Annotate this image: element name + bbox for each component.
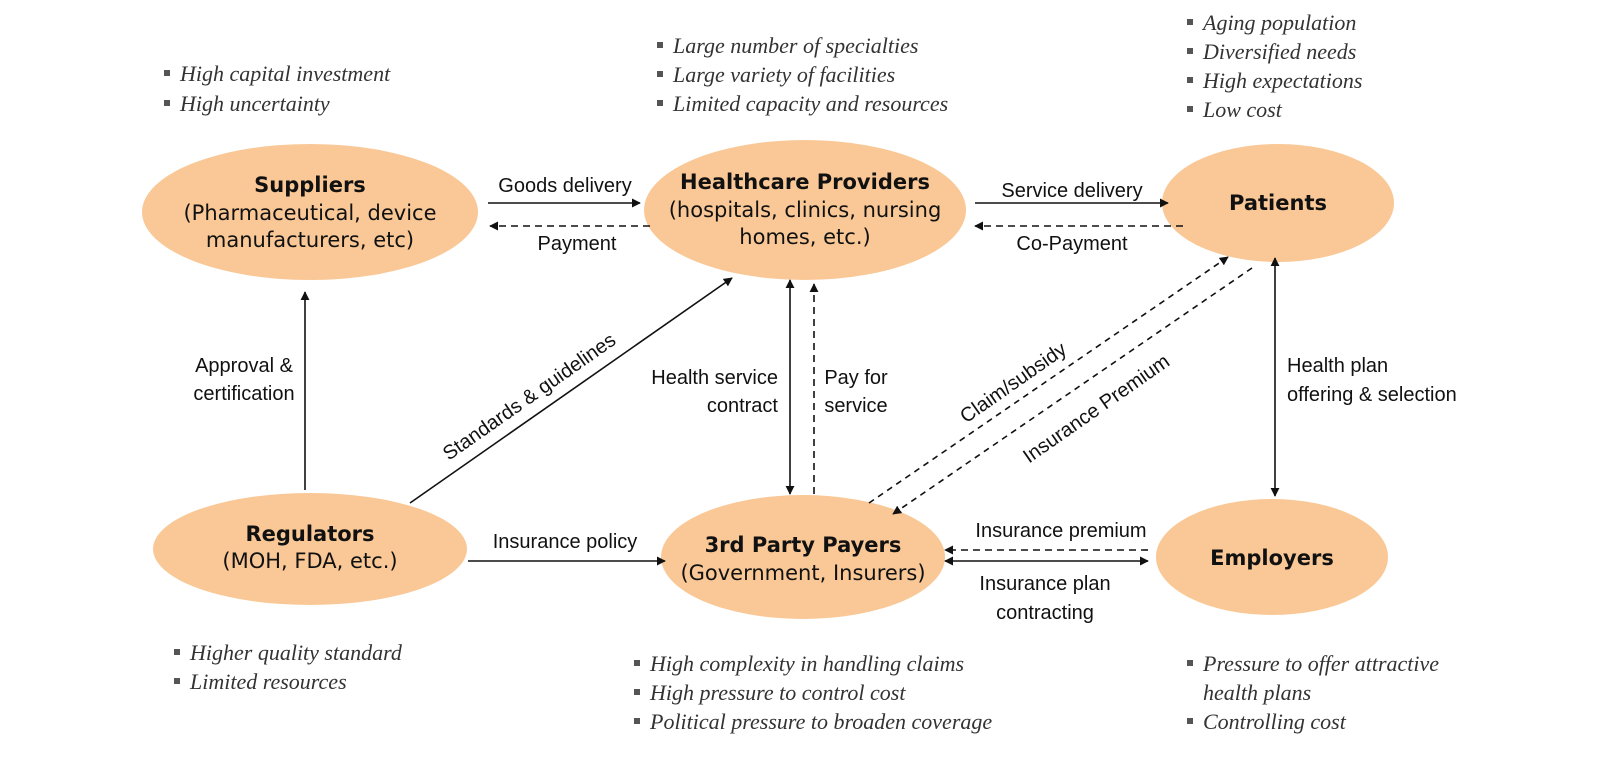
label-health-service-2: contract — [707, 395, 779, 417]
bullet-mark — [657, 71, 663, 77]
bullet-mark — [164, 70, 170, 76]
bullets-payers: High complexity in handling claims High … — [634, 651, 992, 734]
node-employers: Employers — [1156, 499, 1388, 615]
bullet-mark — [174, 649, 180, 655]
bullet-item: Diversified needs — [1202, 39, 1356, 64]
label-co-payment: Co-Payment — [1016, 233, 1128, 255]
bullets-providers: Large number of specialties Large variet… — [657, 33, 948, 116]
edge-insurance-premium-diagonal — [892, 267, 1253, 515]
label-approval-1: Approval & — [195, 355, 293, 377]
bullet-item: High uncertainty — [179, 91, 330, 116]
providers-title: Healthcare Providers — [680, 170, 930, 194]
edge-claim-subsidy — [868, 256, 1229, 504]
bullet-item: Low cost — [1202, 97, 1283, 122]
bullet-item: High expectations — [1202, 68, 1362, 93]
bullet-item: Pressure to offer attractive — [1202, 651, 1439, 676]
bullet-mark — [634, 660, 640, 666]
regulators-title: Regulators — [245, 522, 374, 546]
edge-standards-guidelines — [409, 277, 733, 504]
suppliers-ellipse — [142, 144, 478, 280]
bullet-item: Political pressure to broaden coverage — [649, 709, 992, 734]
bullet-item: Limited capacity and resources — [672, 91, 948, 116]
patients-title: Patients — [1229, 191, 1327, 215]
employers-ellipse — [1156, 499, 1388, 615]
bullet-item: Large variety of facilities — [672, 62, 895, 87]
bullet-mark — [657, 42, 663, 48]
bullet-item: High pressure to control cost — [649, 680, 906, 705]
bullet-item: High complexity in handling claims — [649, 651, 964, 676]
node-patients: Patients — [1162, 144, 1394, 262]
payers-title: 3rd Party Payers — [705, 533, 902, 557]
bullets-employers: Pressure to offer attractive health plan… — [1187, 651, 1439, 734]
suppliers-subtitle-2: manufacturers, etc) — [206, 228, 414, 252]
bullet-mark — [164, 100, 170, 106]
label-health-plan-2: offering & selection — [1287, 384, 1457, 406]
label-claim-subsidy: Claim/subsidy — [956, 338, 1071, 427]
label-insurance-plan-1: Insurance plan — [979, 573, 1110, 595]
bullet-mark — [1187, 48, 1193, 54]
employers-title: Employers — [1210, 546, 1334, 570]
bullet-item: Large number of specialties — [672, 33, 918, 58]
payers-subtitle: (Government, Insurers) — [680, 561, 925, 585]
bullet-mark — [634, 718, 640, 724]
label-health-service-1: Health service — [651, 367, 778, 389]
bullet-mark — [634, 689, 640, 695]
bullet-item: High capital investment — [179, 61, 391, 86]
payers-ellipse — [661, 495, 945, 619]
bullet-item: Limited resources — [189, 669, 347, 694]
label-payment: Payment — [538, 233, 617, 255]
node-healthcare-providers: Healthcare Providers (hospitals, clinics… — [644, 140, 966, 280]
bullets-patients: Aging population Diversified needs High … — [1187, 10, 1362, 122]
label-pay-for-2: service — [824, 395, 887, 417]
label-insurance-premium: Insurance premium — [975, 520, 1146, 542]
bullet-mark — [1187, 660, 1193, 666]
label-approval-2: certification — [193, 383, 294, 405]
node-third-party-payers: 3rd Party Payers (Government, Insurers) — [661, 495, 945, 619]
label-pay-for-1: Pay for — [824, 367, 888, 389]
providers-ellipse — [644, 140, 966, 280]
regulators-ellipse — [153, 493, 467, 605]
label-health-plan-1: Health plan — [1287, 355, 1388, 377]
label-goods-delivery: Goods delivery — [498, 175, 631, 197]
providers-subtitle-2: homes, etc.) — [739, 225, 870, 249]
bullet-item: Higher quality standard — [189, 640, 403, 665]
bullet-item: Aging population — [1201, 10, 1356, 35]
bullet-mark — [1187, 19, 1193, 25]
label-insurance-policy: Insurance policy — [493, 531, 638, 553]
label-standards-guidelines: Standards & guidelines — [439, 329, 620, 465]
bullet-mark — [1187, 106, 1193, 112]
suppliers-title: Suppliers — [254, 173, 366, 197]
suppliers-subtitle-1: (Pharmaceutical, device — [183, 201, 436, 225]
bullet-mark — [1187, 77, 1193, 83]
bullets-regulators: Higher quality standard Limited resource… — [174, 640, 403, 694]
providers-subtitle-1: (hospitals, clinics, nursing — [669, 198, 942, 222]
bullet-mark — [174, 678, 180, 684]
bullets-suppliers: High capital investment High uncertainty — [164, 61, 391, 116]
patients-ellipse — [1162, 144, 1394, 262]
bullet-mark — [1187, 718, 1193, 724]
label-insurance-plan-2: contracting — [996, 602, 1094, 624]
regulators-subtitle: (MOH, FDA, etc.) — [222, 549, 397, 573]
label-service-delivery: Service delivery — [1001, 180, 1142, 202]
node-suppliers: Suppliers (Pharmaceutical, device manufa… — [142, 144, 478, 280]
bullet-item-continued: health plans — [1203, 680, 1311, 705]
bullet-item: Controlling cost — [1203, 709, 1347, 734]
bullet-mark — [657, 100, 663, 106]
node-regulators: Regulators (MOH, FDA, etc.) — [153, 493, 467, 605]
